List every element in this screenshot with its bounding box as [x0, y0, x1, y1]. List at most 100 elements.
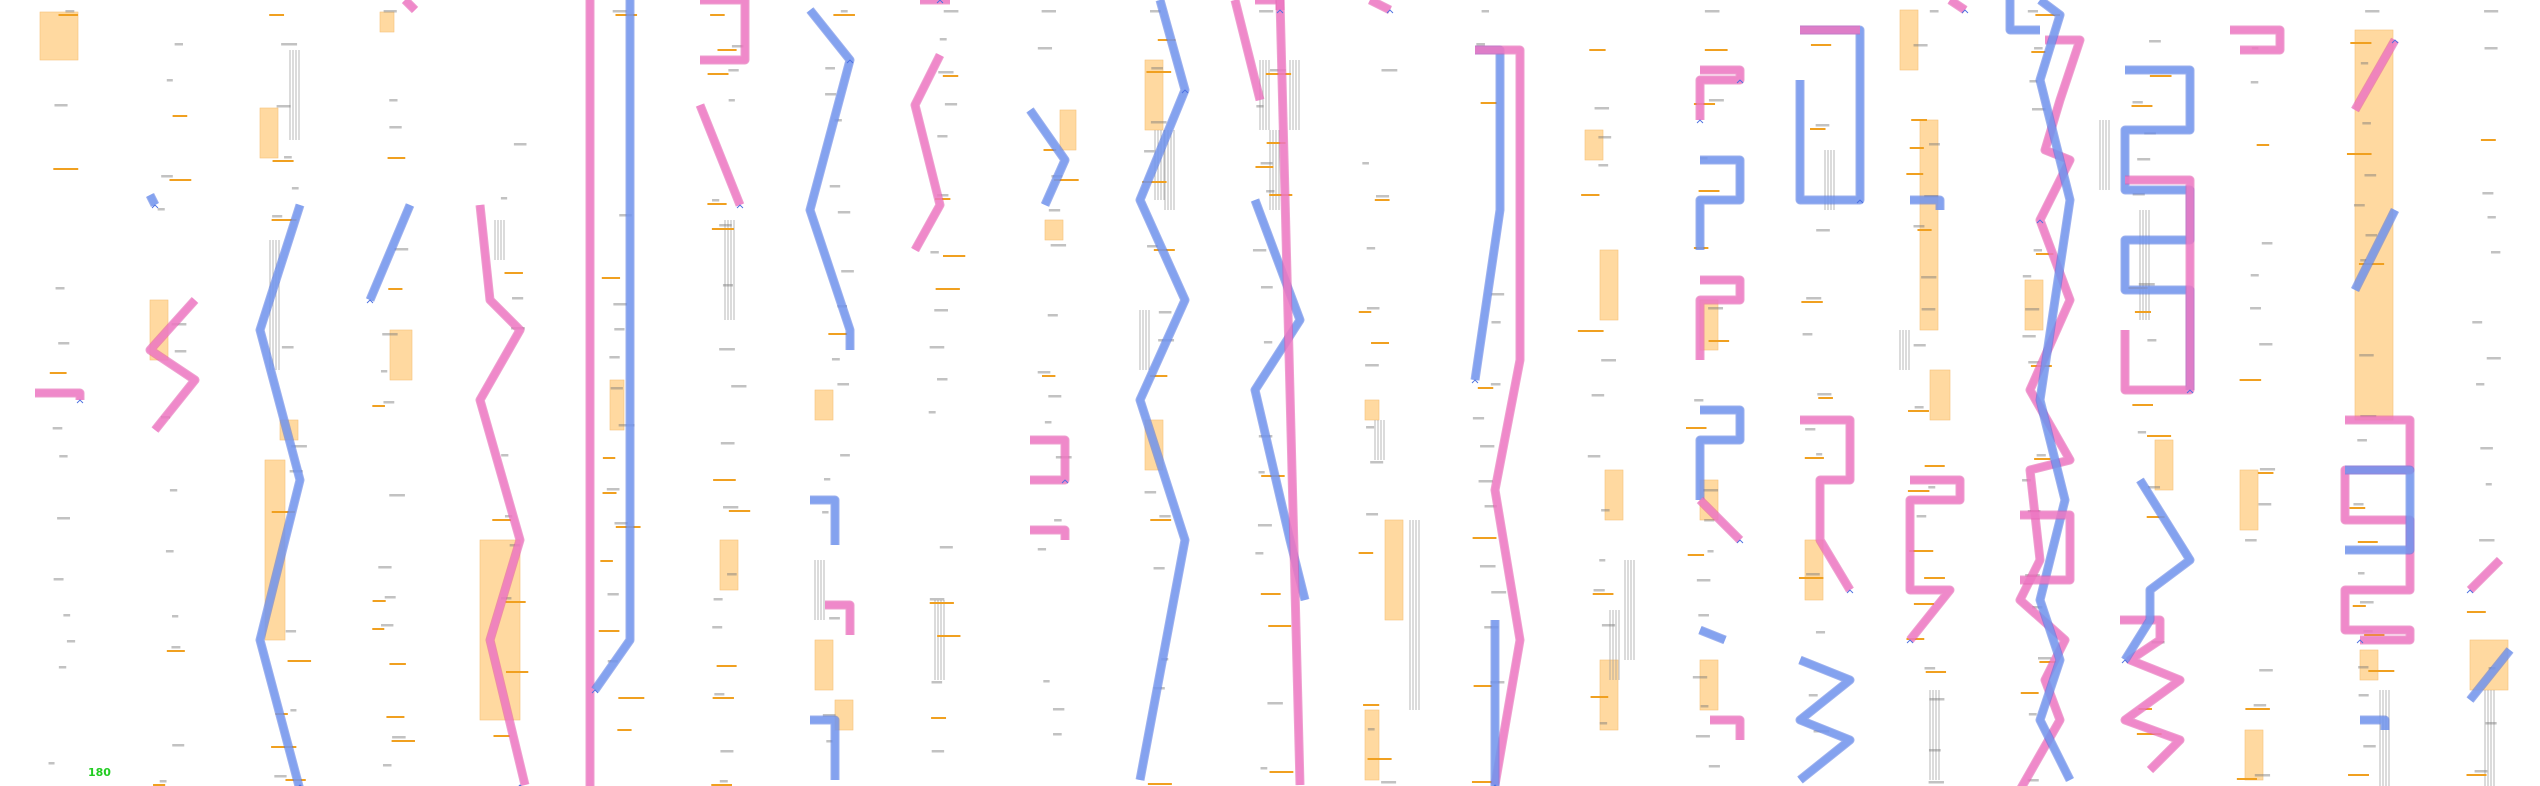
arrow-marker: [846, 59, 854, 64]
orange-block: [1144, 59, 1164, 131]
orange-block: [1044, 219, 1064, 241]
route-band-49: [2121, 176, 2194, 394]
tick-text-mark: [2479, 539, 2495, 542]
tick-text-mark: [612, 10, 627, 13]
tick-text-mark: [1365, 364, 1379, 367]
tick-text-mark: [2259, 669, 2273, 672]
tick-text-mark: [829, 617, 840, 620]
tick-text-mark: [1260, 162, 1273, 165]
orange-dash-mark: [601, 277, 621, 279]
orange-dash-mark: [2035, 14, 2061, 16]
route-band-43: [1948, 0, 1967, 13]
tick-text-mark: [1047, 314, 1058, 317]
tick-text-mark: [2029, 80, 2038, 83]
tick-text-mark: [1362, 162, 1369, 165]
tick-text-mark: [1601, 359, 1616, 362]
tick-text-mark: [2360, 259, 2367, 262]
orange-block: [379, 11, 395, 33]
tick-text-mark: [1806, 573, 1820, 576]
orange-dash-mark: [169, 179, 192, 181]
tick-text-mark: [929, 598, 945, 601]
orange-dash-mark: [166, 650, 185, 652]
tick-text-mark: [2253, 704, 2267, 707]
route-band-31: [1696, 156, 1744, 250]
tick-text-mark: [281, 43, 298, 46]
arrow-marker: [1846, 589, 1854, 594]
tick-text-mark: [714, 693, 725, 696]
orange-dash-mark: [1043, 149, 1057, 151]
tick-text-mark: [822, 511, 829, 514]
tick-text-mark: [2132, 101, 2143, 104]
tick-text-mark: [2028, 713, 2037, 716]
route-band-32: [1696, 276, 1744, 360]
tick-text-mark: [2258, 503, 2272, 506]
orange-dash-mark: [271, 511, 295, 513]
orange-dash-mark: [2256, 144, 2270, 146]
tick-text-mark: [2149, 40, 2161, 43]
orange-dash-mark: [1150, 375, 1168, 377]
tick-text-mark: [161, 175, 173, 178]
route-band-13-edge: [810, 495, 840, 545]
arrow-marker: [2121, 659, 2129, 664]
arrow-marker: [2391, 39, 2399, 44]
tick-text-mark: [937, 378, 948, 381]
route-band-47: [2020, 511, 2074, 584]
tick-text-mark: [2261, 242, 2273, 245]
tick-text-mark: [381, 624, 394, 627]
tick-text-mark: [1700, 705, 1709, 708]
tick-text-mark: [1048, 395, 1062, 398]
tick-text-mark: [719, 224, 732, 227]
route-band-50: [2120, 616, 2184, 773]
tick-text-mark: [2359, 354, 2374, 357]
orange-dash-mark: [1581, 194, 1600, 196]
tick-text-mark: [1695, 735, 1710, 738]
orange-dash-mark: [711, 784, 732, 786]
orange-block: [1599, 249, 1619, 321]
orange-dash-mark: [505, 671, 529, 673]
tick-text-mark: [159, 780, 167, 783]
orange-block: [2024, 279, 2044, 331]
tick-text-mark: [394, 248, 409, 251]
tick-text-mark: [1375, 195, 1390, 198]
route-band-55: [2351, 38, 2399, 112]
orange-dash-mark: [602, 492, 617, 494]
tick-text-mark: [2027, 779, 2039, 782]
orange-dash-mark: [1477, 387, 1494, 389]
route-band-16: [911, 53, 944, 252]
tick-text-mark: [1913, 344, 1926, 347]
tick-text-mark: [2363, 745, 2376, 748]
tick-text-mark: [822, 714, 836, 717]
tick-text-mark: [58, 666, 67, 669]
tick-text-mark: [1601, 509, 1610, 512]
orange-dash-mark: [1142, 181, 1167, 183]
orange-block: [1929, 369, 1951, 421]
tick-text-mark: [939, 546, 953, 549]
tick-text-mark: [1591, 394, 1605, 397]
orange-dash-mark: [1911, 119, 1927, 121]
tick-text-mark: [1594, 107, 1610, 110]
tick-text-mark: [1260, 767, 1268, 770]
tick-text-mark: [392, 736, 406, 739]
orange-dash-mark: [713, 479, 736, 481]
tick-text-mark: [712, 626, 723, 629]
route-band-49-edge: [2120, 175, 2195, 395]
orange-dash-mark: [1925, 671, 1947, 673]
arrow-marker: [2466, 589, 2474, 594]
orange-dash-mark: [937, 635, 961, 637]
tick-text-mark: [2032, 606, 2043, 609]
tick-text-mark: [1704, 519, 1715, 522]
orange-dash-mark: [707, 203, 727, 205]
route-band-53: [2341, 416, 2414, 644]
tick-text-mark: [731, 45, 744, 48]
orange-dash-mark: [2034, 458, 2051, 460]
orange-block: [2244, 729, 2264, 781]
arrow-marker: [366, 299, 374, 304]
route-band-13: [810, 496, 839, 545]
tick-text-mark: [841, 270, 854, 273]
orange-dash-mark: [935, 288, 960, 290]
tick-text-mark: [384, 596, 396, 599]
orange-dash-mark: [1708, 340, 1730, 342]
tick-text-mark: [938, 71, 954, 74]
arrow-marker: [151, 204, 159, 209]
orange-dash-mark: [2039, 661, 2057, 663]
